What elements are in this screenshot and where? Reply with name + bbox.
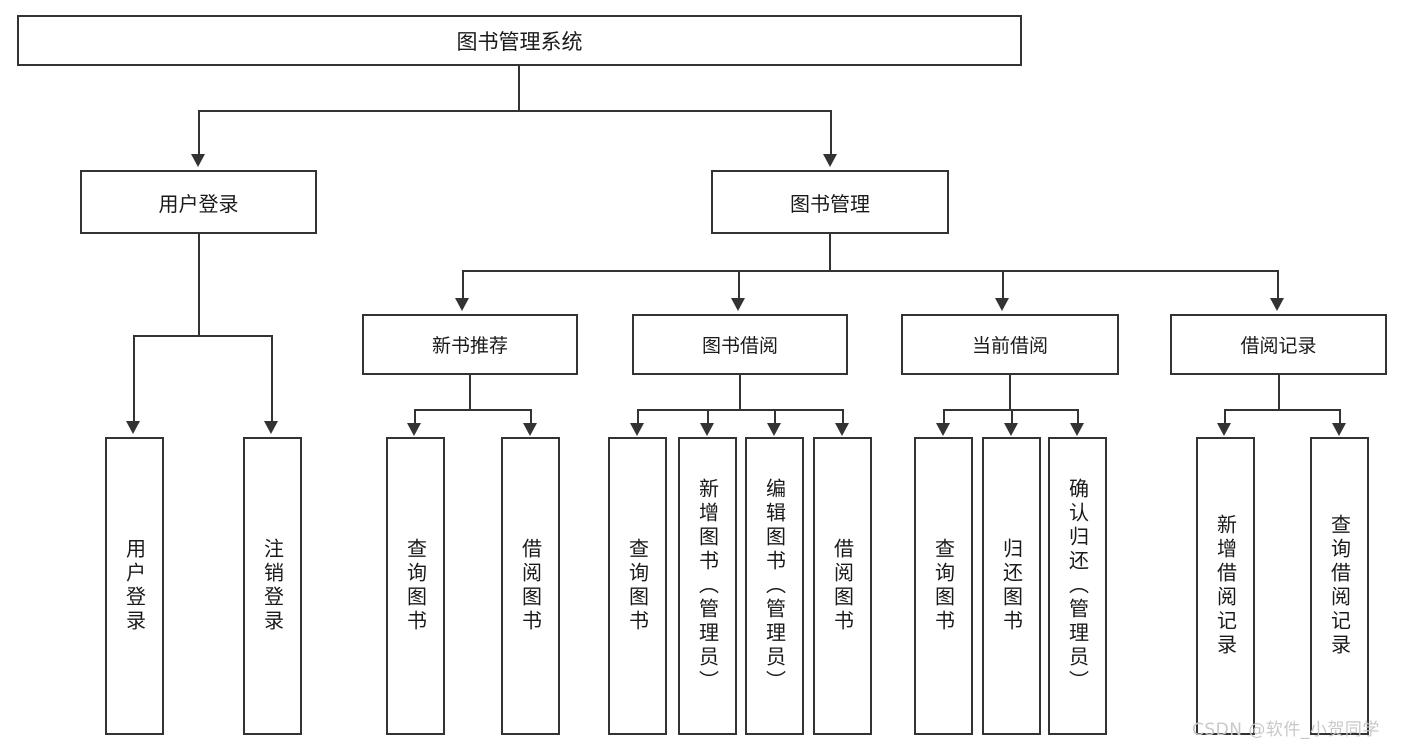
node-new-book-recommend[interactable]: 新书推荐 [362,314,578,375]
arrow-down-icon [731,298,745,311]
connector-user-login-stem [198,234,200,335]
leaf-borrow-book-recommend[interactable]: 借阅图书 [501,437,560,735]
connector-to-current-borrow [1002,270,1004,300]
arrow-down-icon [126,421,140,434]
connector-new-book-recommend-branch-bar [414,409,532,411]
node-borrow-record[interactable]: 借阅记录 [1170,314,1387,375]
leaf-label: 编辑图书（管理员） [762,478,787,694]
arrow-down-icon [1070,423,1084,436]
arrow-down-icon [407,423,421,436]
connector-book-borrow-branch-bar [637,409,843,411]
leaf-query-book-borrow[interactable]: 查询图书 [608,437,667,735]
connector-to-leaf-user-login [133,335,135,423]
leaf-return-book[interactable]: 归还图书 [982,437,1041,735]
connector-to-leaf [707,409,709,425]
leaf-add-book-admin[interactable]: 新增图书（管理员） [678,437,737,735]
arrow-down-icon [823,154,837,167]
arrow-down-icon [1332,423,1346,436]
leaf-label: 确认归还（管理员） [1065,478,1090,694]
connector-root-branch-bar [198,110,832,112]
connector-new-book-recommend-stem [469,375,471,409]
connector-user-login-branch-bar [133,335,272,337]
node-root-book-management-system[interactable]: 图书管理系统 [17,15,1022,66]
connector-to-leaf [943,409,945,425]
connector-to-leaf [1077,409,1079,425]
connector-current-borrow-branch-bar [943,409,1077,411]
node-label: 新书推荐 [431,335,508,357]
leaf-query-book-recommend[interactable]: 查询图书 [386,437,445,735]
arrow-down-icon [936,423,950,436]
node-label: 当前借阅 [971,335,1048,357]
connector-to-leaf-logout [271,335,273,423]
arrow-down-icon [700,423,714,436]
leaf-label: 借阅图书 [830,538,855,634]
leaf-label: 查询图书 [625,538,650,634]
connector-to-leaf [1339,409,1341,425]
connector-to-borrow-record [1277,270,1279,300]
connector-book-management-branch-bar [462,270,1279,272]
watermark-text: CSDN @软件_小贺同学 [1192,720,1380,740]
connector-to-leaf [637,409,639,425]
leaf-user-login[interactable]: 用户登录 [105,437,164,735]
connector-to-leaf [1011,409,1013,425]
arrow-down-icon [1270,298,1284,311]
leaf-label: 查询图书 [403,538,428,634]
leaf-label: 注销登录 [260,538,285,634]
leaf-label: 查询借阅记录 [1327,514,1352,658]
connector-to-leaf [530,409,532,425]
arrow-down-icon [1217,423,1231,436]
leaf-query-borrow-record[interactable]: 查询借阅记录 [1310,437,1369,735]
leaf-confirm-return-admin[interactable]: 确认归还（管理员） [1048,437,1107,735]
node-label: 图书借阅 [701,335,778,357]
arrow-down-icon [835,423,849,436]
arrow-down-icon [630,423,644,436]
arrow-down-icon [767,423,781,436]
connector-root-to-user-login [198,110,200,156]
leaf-label: 用户登录 [122,538,147,634]
arrow-down-icon [264,421,278,434]
leaf-add-borrow-record[interactable]: 新增借阅记录 [1196,437,1255,735]
connector-borrow-record-branch-bar [1224,409,1341,411]
arrow-down-icon [1004,423,1018,436]
leaf-borrow-book[interactable]: 借阅图书 [813,437,872,735]
connector-to-leaf [414,409,416,425]
node-label: 用户登录 [158,191,239,216]
node-user-login[interactable]: 用户登录 [80,170,317,234]
connector-current-borrow-stem [1009,375,1011,409]
node-book-borrow[interactable]: 图书借阅 [632,314,848,375]
leaf-logout[interactable]: 注销登录 [243,437,302,735]
arrow-down-icon [455,298,469,311]
leaf-label: 新增图书（管理员） [695,478,720,694]
connector-book-borrow-stem [739,375,741,409]
connector-to-leaf [842,409,844,425]
node-label: 借阅记录 [1240,335,1317,357]
connector-to-book-borrow [738,270,740,300]
leaf-label: 查询图书 [931,538,956,634]
connector-borrow-record-stem [1278,375,1280,409]
node-label: 图书管理系统 [456,29,583,54]
connector-to-leaf [774,409,776,425]
arrow-down-icon [191,154,205,167]
leaf-label: 归还图书 [999,538,1024,634]
arrow-down-icon [995,298,1009,311]
node-label: 图书管理 [790,191,870,216]
connector-root-to-book-management [830,110,832,156]
leaf-edit-book-admin[interactable]: 编辑图书（管理员） [745,437,804,735]
connector-book-management-stem [829,234,831,270]
leaf-label: 借阅图书 [518,538,543,634]
node-current-borrow[interactable]: 当前借阅 [901,314,1119,375]
connector-root-stem [518,66,520,110]
connector-to-new-book-recommend [462,270,464,300]
connector-to-leaf [1224,409,1226,425]
leaf-query-book-current[interactable]: 查询图书 [914,437,973,735]
node-book-management[interactable]: 图书管理 [711,170,949,234]
leaf-label: 新增借阅记录 [1213,514,1238,658]
arrow-down-icon [523,423,537,436]
